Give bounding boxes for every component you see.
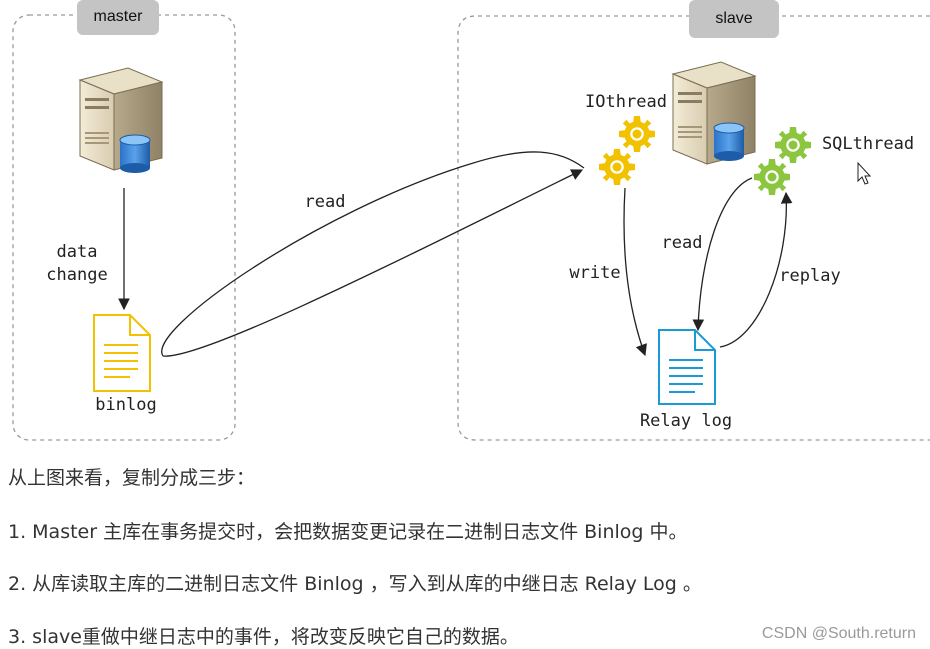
iothread-label: IOthread (585, 92, 667, 112)
iothread-gear-icon (599, 116, 655, 185)
master-region (12, 14, 236, 441)
replay-arrow (719, 191, 793, 348)
replication-diagram: master slave data change binlog read IOt… (12, 0, 930, 441)
write-arrow (623, 187, 647, 357)
master-tab (77, 0, 159, 35)
relay-log-label: Relay log (640, 411, 732, 431)
data-change-label-line2: change (46, 265, 107, 285)
data-change-label-line1: data (57, 242, 98, 262)
replay-label: replay (779, 266, 840, 286)
sqlthread-gear-icon (754, 127, 811, 195)
step-1-text: 1. Master 主库在事务提交时，会把数据变更记录在二进制日志文件 Binl… (8, 521, 688, 543)
watermark: CSDN @South.return (761, 625, 916, 642)
relay-read-arrow (692, 177, 753, 332)
master-database-icon (119, 134, 151, 173)
read-loop-arrow (162, 169, 584, 357)
sqlthread-label: SQLthread (822, 134, 914, 154)
binlog-label: binlog (95, 395, 156, 415)
relay-read-label: read (662, 233, 703, 253)
master-label: master (94, 8, 144, 25)
slave-tab (689, 0, 779, 38)
read-label: read (305, 192, 346, 212)
read-loop-upper (161, 151, 585, 357)
step-3-text: 3. slave重做中继日志中的事件，将改变反映它自己的数据。 (8, 626, 519, 648)
write-label: write (569, 263, 620, 283)
relay-log-file-icon (658, 329, 716, 405)
step-2-text: 2. 从库读取主库的二进制日志文件 Binlog ，写入到从库的中继日志 Rel… (8, 573, 702, 595)
cursor-icon (857, 161, 872, 185)
slave-label: slave (715, 10, 752, 27)
binlog-file-icon (93, 314, 151, 392)
slave-database-icon (713, 122, 745, 161)
intro-text: 从上图来看，复制分成三步： (8, 467, 256, 489)
